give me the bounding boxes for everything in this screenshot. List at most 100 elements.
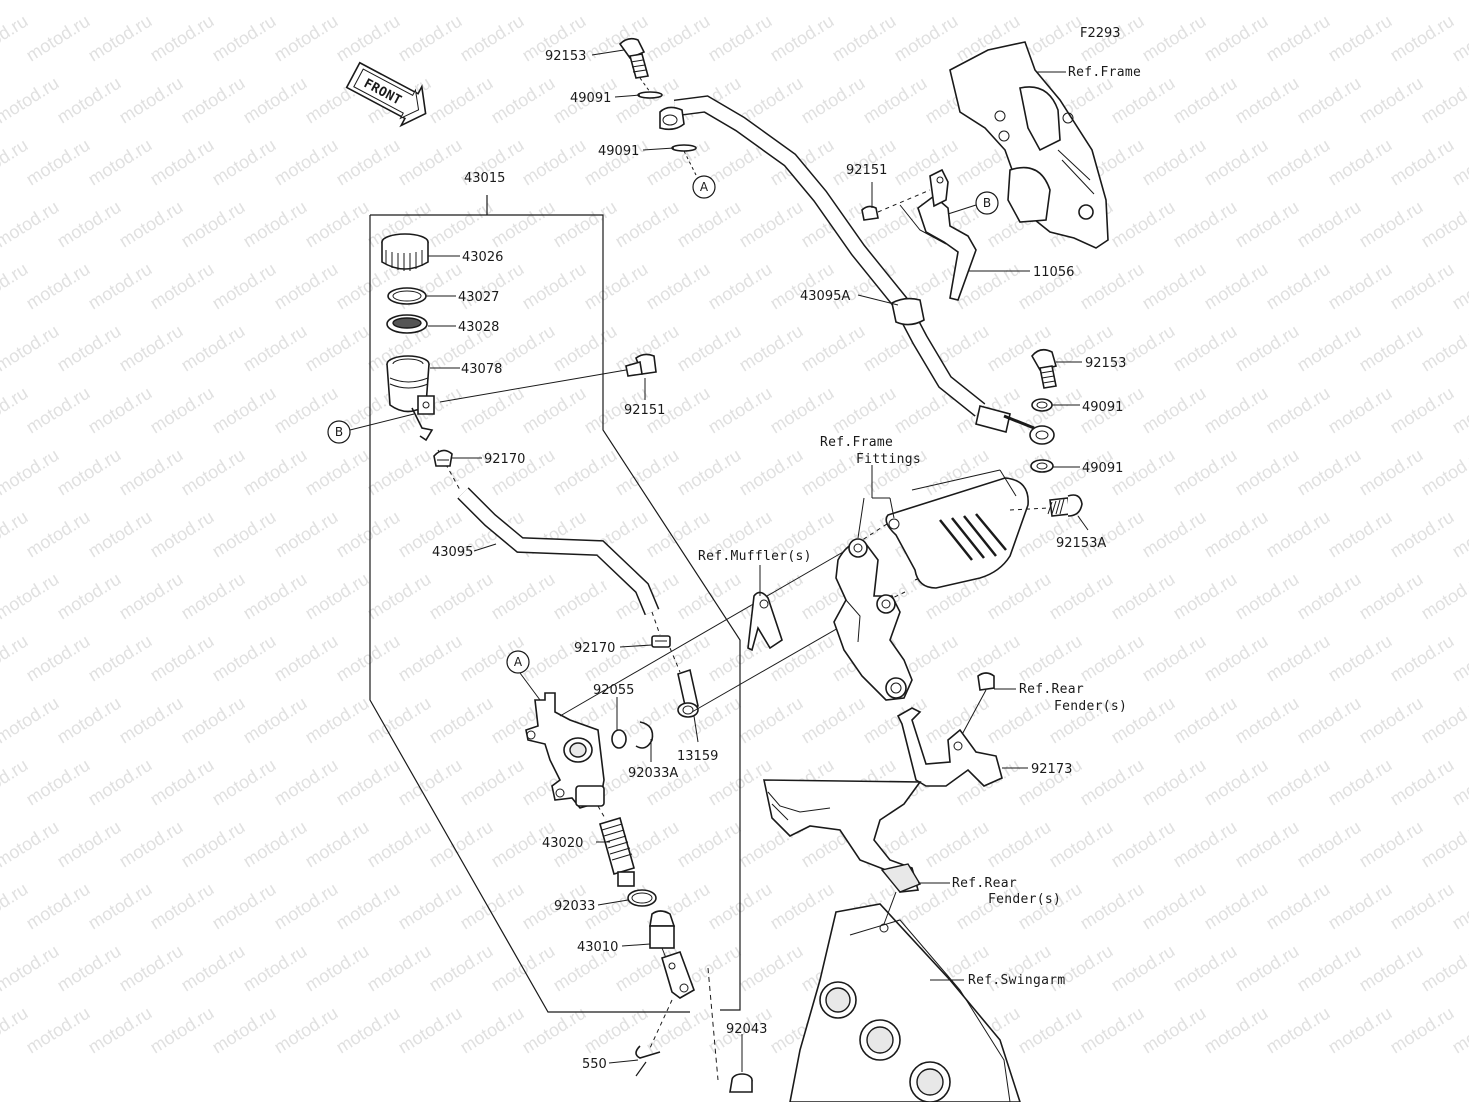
watermark-text: motod.ru — [0, 693, 62, 748]
watermark-text: motod.ru — [1077, 631, 1148, 686]
watermark-text: motod.ru — [426, 817, 497, 872]
watermark-text: motod.ru — [1232, 693, 1303, 748]
watermark-text: motod.ru — [23, 11, 94, 66]
watermark-text: motod.ru — [1077, 507, 1148, 562]
watermark-text: motod.ru — [1263, 11, 1334, 66]
watermark-text: motod.ru — [1356, 445, 1427, 500]
watermark-text: motod.ru — [147, 259, 218, 314]
watermark-text: motod.ru — [209, 1003, 280, 1058]
watermark-text: motod.ru — [395, 631, 466, 686]
watermark-text: motod.ru — [240, 817, 311, 872]
washer-49091-right-upper — [1031, 398, 1053, 412]
cotter-pin — [635, 999, 673, 1077]
watermark-text: motod.ru — [643, 11, 714, 66]
watermark-layer: motod.rumotod.rumotod.rumotod.rumotod.ru… — [0, 0, 1469, 1057]
watermark-text: motod.ru — [1170, 693, 1241, 748]
watermark-text: motod.ru — [178, 569, 249, 624]
watermark-text: motod.ru — [147, 631, 218, 686]
watermark-text: motod.ru — [0, 1003, 31, 1058]
watermark-text: motod.ru — [1325, 631, 1396, 686]
watermark-text: motod.ru — [1263, 259, 1334, 314]
watermark-text: motod.ru — [302, 321, 373, 376]
watermark-text: motod.ru — [457, 259, 528, 314]
watermark-text: motod.ru — [178, 321, 249, 376]
watermark-text: motod.ru — [736, 445, 807, 500]
watermark-text: motod.ru — [364, 693, 435, 748]
watermark-text: motod.ru — [147, 135, 218, 190]
reservoir-plate — [386, 314, 428, 334]
label-49091-d: 49091 — [1082, 461, 1123, 476]
watermark-text: motod.ru — [395, 755, 466, 810]
watermark-text: motod.ru — [54, 445, 125, 500]
watermark-text: motod.ru — [1418, 569, 1469, 624]
watermark-text: motod.ru — [1418, 445, 1469, 500]
watermark-text: motod.ru — [1356, 0, 1427, 3]
watermark-text: motod.ru — [1294, 445, 1365, 500]
watermark-text: motod.ru — [674, 321, 745, 376]
watermark-text: motod.ru — [271, 507, 342, 562]
watermark-text: motod.ru — [1418, 197, 1469, 252]
watermark-text: motod.ru — [178, 73, 249, 128]
watermark-text: motod.ru — [736, 693, 807, 748]
watermark-text: motod.ru — [1232, 445, 1303, 500]
watermark-text: motod.ru — [116, 73, 187, 128]
watermark-text: motod.ru — [1108, 817, 1179, 872]
watermark-text: motod.ru — [271, 1003, 342, 1058]
watermark-text: motod.ru — [1387, 11, 1458, 66]
watermark-text: motod.ru — [1077, 1003, 1148, 1058]
watermark-text: motod.ru — [736, 941, 807, 996]
watermark-text: motod.ru — [1418, 321, 1469, 376]
label-92153A: 92153A — [1056, 536, 1106, 551]
watermark-text: motod.ru — [1325, 259, 1396, 314]
watermark-text: motod.ru — [736, 321, 807, 376]
reference-labels: Ref.Frame Ref.Frame Fittings Ref.Muffler… — [698, 65, 1141, 988]
hose-clamp-lower — [651, 635, 671, 648]
watermark-text: motod.ru — [364, 817, 435, 872]
watermark-text: motod.ru — [457, 879, 528, 934]
watermark-text: motod.ru — [54, 321, 125, 376]
watermark-text: motod.ru — [0, 135, 31, 190]
watermark-text: motod.ru — [581, 1003, 652, 1058]
master-cylinder — [525, 692, 605, 809]
watermark-text: motod.ru — [302, 817, 373, 872]
watermark-text: motod.ru — [0, 569, 62, 624]
watermark-text: motod.ru — [705, 259, 776, 314]
label-43095: 43095 — [432, 545, 473, 560]
watermark-text: motod.ru — [1263, 631, 1334, 686]
label-92153-top: 92153 — [545, 49, 586, 64]
washer-49091-mid — [671, 144, 697, 176]
watermark-text: motod.ru — [0, 817, 62, 872]
watermark-text: motod.ru — [891, 135, 962, 190]
banjo-upper — [659, 106, 685, 131]
watermark-text: motod.ru — [54, 693, 125, 748]
watermark-text: motod.ru — [1077, 259, 1148, 314]
watermark-text: motod.ru — [54, 817, 125, 872]
watermark-text: motod.ru — [1294, 569, 1365, 624]
o-ring-92055 — [611, 729, 627, 749]
watermark-text: motod.ru — [736, 0, 807, 3]
circlip-92033A — [635, 721, 654, 749]
watermark-text: motod.ru — [1139, 631, 1210, 686]
watermark-text: motod.ru — [1263, 879, 1334, 934]
label-92170-a: 92170 — [484, 452, 525, 467]
watermark-text: motod.ru — [643, 1003, 714, 1058]
label-92173: 92173 — [1031, 762, 1072, 777]
watermark-text: motod.ru — [364, 569, 435, 624]
watermark-text: motod.ru — [209, 879, 280, 934]
watermark-text: motod.ru — [147, 1003, 218, 1058]
watermark-text: motod.ru — [1170, 73, 1241, 128]
watermark-text: motod.ru — [612, 197, 683, 252]
watermark-text: motod.ru — [550, 445, 621, 500]
watermark-text: motod.ru — [395, 879, 466, 934]
watermark-text: motod.ru — [240, 569, 311, 624]
watermark-text: motod.ru — [85, 879, 156, 934]
ref-muffler: Ref.Muffler(s) — [698, 549, 812, 564]
watermark-text: motod.ru — [116, 941, 187, 996]
watermark-text: motod.ru — [1356, 321, 1427, 376]
watermark-text: motod.ru — [1077, 755, 1148, 810]
watermark-text: motod.ru — [1015, 631, 1086, 686]
watermark-text: motod.ru — [1356, 817, 1427, 872]
watermark-text: motod.ru — [23, 259, 94, 314]
label-49091-c: 49091 — [1082, 400, 1123, 415]
circlip-92033 — [627, 889, 657, 907]
